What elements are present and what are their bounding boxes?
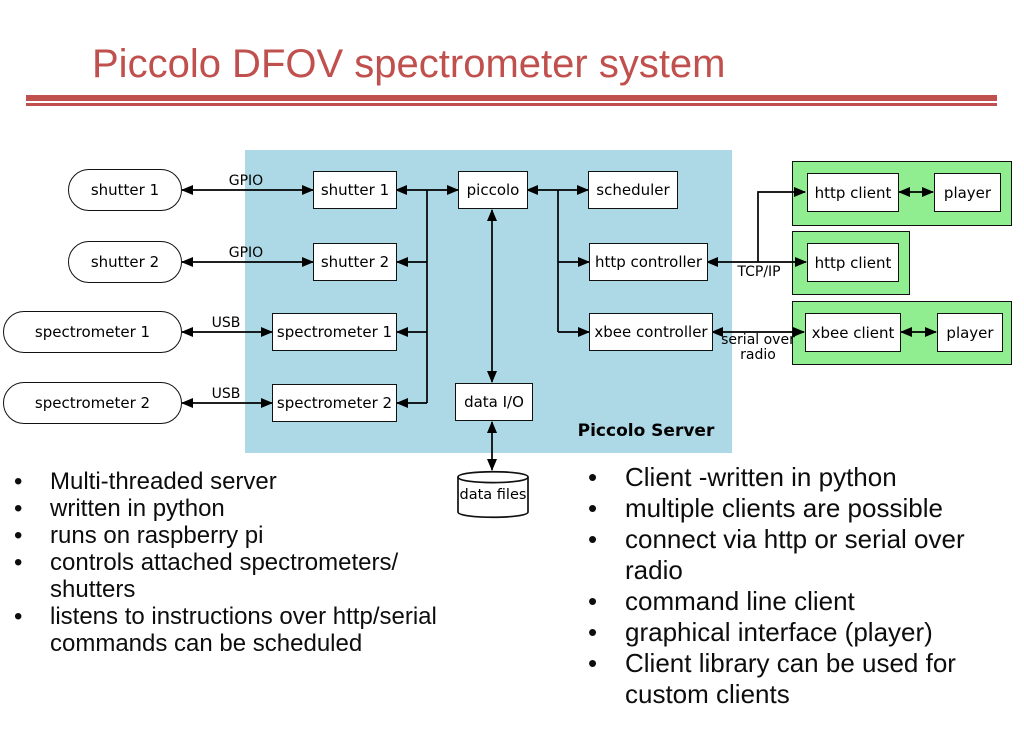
client-player-2: player — [937, 313, 1003, 352]
client-bullet-6: Client library can be used for custom cl… — [588, 648, 993, 710]
module-xbee-controller: xbee controller — [589, 313, 713, 351]
server-bullet-5: listens to instructions over http/serial… — [14, 603, 492, 657]
module-shutter-1-label: shutter 1 — [320, 181, 390, 199]
piccolo-server-caption: Piccolo Server — [577, 421, 715, 441]
module-piccolo: piccolo — [458, 171, 528, 209]
device-spectrometer-2: spectrometer 2 — [3, 382, 182, 424]
client-player-1: player — [934, 173, 1001, 212]
module-shutter-2-label: shutter 2 — [320, 253, 390, 271]
module-http-controller: http controller — [589, 243, 708, 281]
module-scheduler: scheduler — [588, 171, 678, 209]
link-label-gpio-2: GPIO — [228, 245, 264, 261]
module-spectrometer-2-label: spectrometer 2 — [276, 394, 393, 412]
slide-title: Piccolo DFOV spectrometer system — [92, 42, 726, 86]
client-http-1-label: http client — [814, 183, 892, 202]
link-label-usb-1: USB — [211, 315, 241, 331]
device-shutter-1-label: shutter 1 — [90, 181, 160, 199]
link-label-serial-over-radio: serial over radio — [721, 332, 795, 363]
client-xbee-label: xbee client — [811, 323, 895, 342]
module-shutter-2: shutter 2 — [313, 243, 397, 281]
client-bullet-list: Client -written in python multiple clien… — [588, 462, 993, 710]
link-label-gpio-1: GPIO — [228, 173, 264, 189]
module-data-io: data I/O — [455, 383, 533, 421]
module-piccolo-label: piccolo — [466, 181, 520, 199]
server-bullet-2: written in python — [14, 495, 492, 522]
client-bullet-4: command line client — [588, 586, 993, 617]
client-bullet-3: connect via http or serial over radio — [588, 524, 993, 586]
device-shutter-2: shutter 2 — [68, 241, 182, 283]
link-label-tcpip: TCP/IP — [737, 264, 781, 280]
client-http-2-label: http client — [814, 253, 892, 272]
client-player-1-label: player — [943, 183, 992, 202]
title-rule-thick — [26, 95, 997, 101]
server-bullet-4: controls attached spectrometers/ shutter… — [14, 549, 492, 603]
client-player-2-label: player — [946, 323, 994, 342]
server-bullet-list: Multi-threaded server written in python … — [14, 468, 492, 657]
server-bullet-1: Multi-threaded server — [14, 468, 492, 495]
client-bullet-2: multiple clients are possible — [588, 493, 993, 524]
device-spectrometer-1-label: spectrometer 1 — [34, 323, 151, 341]
module-xbee-controller-label: xbee controller — [594, 323, 708, 341]
link-label-usb-2: USB — [211, 386, 241, 402]
client-bullet-1: Client -written in python — [588, 462, 993, 493]
module-spectrometer-1: spectrometer 1 — [272, 313, 397, 351]
client-http-2: http client — [807, 243, 899, 282]
title-rule-thin — [26, 103, 997, 106]
module-spectrometer-2: spectrometer 2 — [272, 384, 397, 422]
module-data-io-label: data I/O — [464, 393, 524, 411]
client-xbee: xbee client — [805, 313, 901, 352]
client-bullet-5: graphical interface (player) — [588, 617, 993, 648]
client-http-1: http client — [807, 173, 899, 212]
server-bullet-3: runs on raspberry pi — [14, 522, 492, 549]
device-spectrometer-1: spectrometer 1 — [3, 311, 182, 353]
device-spectrometer-2-label: spectrometer 2 — [34, 394, 151, 412]
device-shutter-1: shutter 1 — [68, 169, 182, 211]
module-shutter-1: shutter 1 — [313, 171, 397, 209]
module-scheduler-label: scheduler — [596, 181, 670, 199]
module-spectrometer-1-label: spectrometer 1 — [276, 323, 393, 341]
module-http-controller-label: http controller — [594, 253, 703, 271]
device-shutter-2-label: shutter 2 — [90, 253, 160, 271]
